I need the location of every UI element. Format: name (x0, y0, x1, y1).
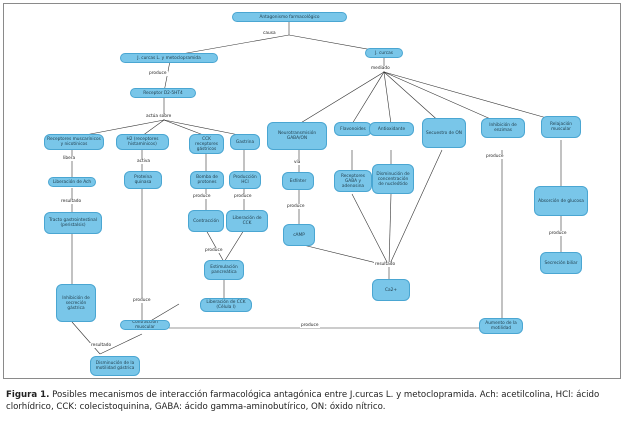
figure-frame: Antagonismo farmacológico causa J. curca… (3, 3, 621, 379)
node-proteinkinase: Proteína quinasa (124, 171, 162, 189)
node-gi-motility: Aumento de la motilidad (479, 318, 523, 334)
node-gastric-inhibition: Inhibición de secreción gástrica (56, 284, 96, 322)
node-contractions: Contracción muscular (120, 320, 170, 330)
node-enzyme-inhibition: Inhibición de enzimas (481, 118, 525, 138)
node-ach-release: Liberación de Ach (48, 177, 96, 187)
node-nt-release: Neurotransmisión GABA/ON (267, 122, 327, 150)
node-flavonoids: Flavonoides (334, 122, 372, 136)
node-ca2: Ca2+ (372, 279, 410, 301)
node-hcl-prod: Producción HCl (229, 171, 261, 189)
link-produces-7: produce (132, 298, 152, 303)
node-ach-smooth: Tracto gastrointestinal (peristalsis) (44, 212, 102, 234)
node-jcurcas: J. curcas (365, 48, 403, 58)
node-proton-pump: Bomba de protones (190, 171, 224, 189)
link-acts-on: actúa sobre (145, 114, 173, 119)
node-metoclo: J. curcas L. y metoclopramida (120, 53, 218, 63)
node-antagonism: Antagonismo farmacológico (232, 12, 347, 22)
figure-caption: Figura 1. Posibles mecanismos de interac… (6, 389, 618, 413)
node-hcl-contraction: Contracción (188, 210, 224, 232)
node-ach-receptors: Receptores muscarínicos y nicotínicos (44, 134, 104, 150)
link-produces-5: produce (485, 154, 505, 159)
node-gaba-receptors: Receptores GABA y adenosina (334, 170, 372, 192)
link-releases: libera (62, 156, 77, 161)
link-produces-2: produce (192, 194, 212, 199)
node-sphincter: Esfínter (282, 172, 314, 190)
node-pancreas-stim: Estimulación pancreática (204, 260, 244, 280)
node-final-reduction: Disminución de la motilidad gástrica (90, 356, 140, 376)
node-on-sequestration: Secuestro de ON (422, 118, 466, 148)
link-via: vía (293, 160, 302, 165)
node-ccki: CCK receptores gástricos (189, 134, 224, 154)
link-produces-4: produce (286, 204, 306, 209)
link-result-3: resultado (90, 343, 113, 348)
link-produces-8: produce (300, 323, 320, 328)
link-produces-1: produce (148, 71, 168, 76)
node-nt-concentration: Disminución de concentración de nucleóti… (372, 164, 414, 194)
link-produces-6: produce (548, 231, 568, 236)
node-absorption: Absorción de glucosa (534, 186, 588, 216)
mechanism-diagram (71, 21, 562, 355)
node-antioxidant: Antioxidante (369, 122, 414, 136)
link-results: resultado (60, 199, 83, 204)
node-bile: Secreción biliar (540, 252, 582, 274)
caption-text: Posibles mecanismos de interacción farma… (6, 390, 600, 412)
node-cck-release: Liberación de CCK (226, 210, 268, 232)
node-muscle-relax: Relajación muscular (541, 116, 581, 138)
node-h2: H2 (receptores histamínicos) (116, 134, 169, 150)
link-mediated: mediado (370, 66, 391, 71)
link-result-2: resultado (374, 262, 397, 267)
link-causes-1: causa (262, 31, 277, 36)
link-activates: activa (136, 159, 152, 164)
node-cck-secretion: Liberación de CCK (Célula I) (200, 298, 252, 312)
node-gastrin: Gastrina (230, 134, 260, 150)
node-receptor-d2: Receptor D2-5HT4 (130, 88, 196, 98)
link-produces-3: produce (233, 194, 253, 199)
link-produces-extra: produce (204, 248, 224, 253)
node-camp: cAMP (283, 224, 315, 246)
caption-lead: Figura 1. (6, 390, 50, 400)
